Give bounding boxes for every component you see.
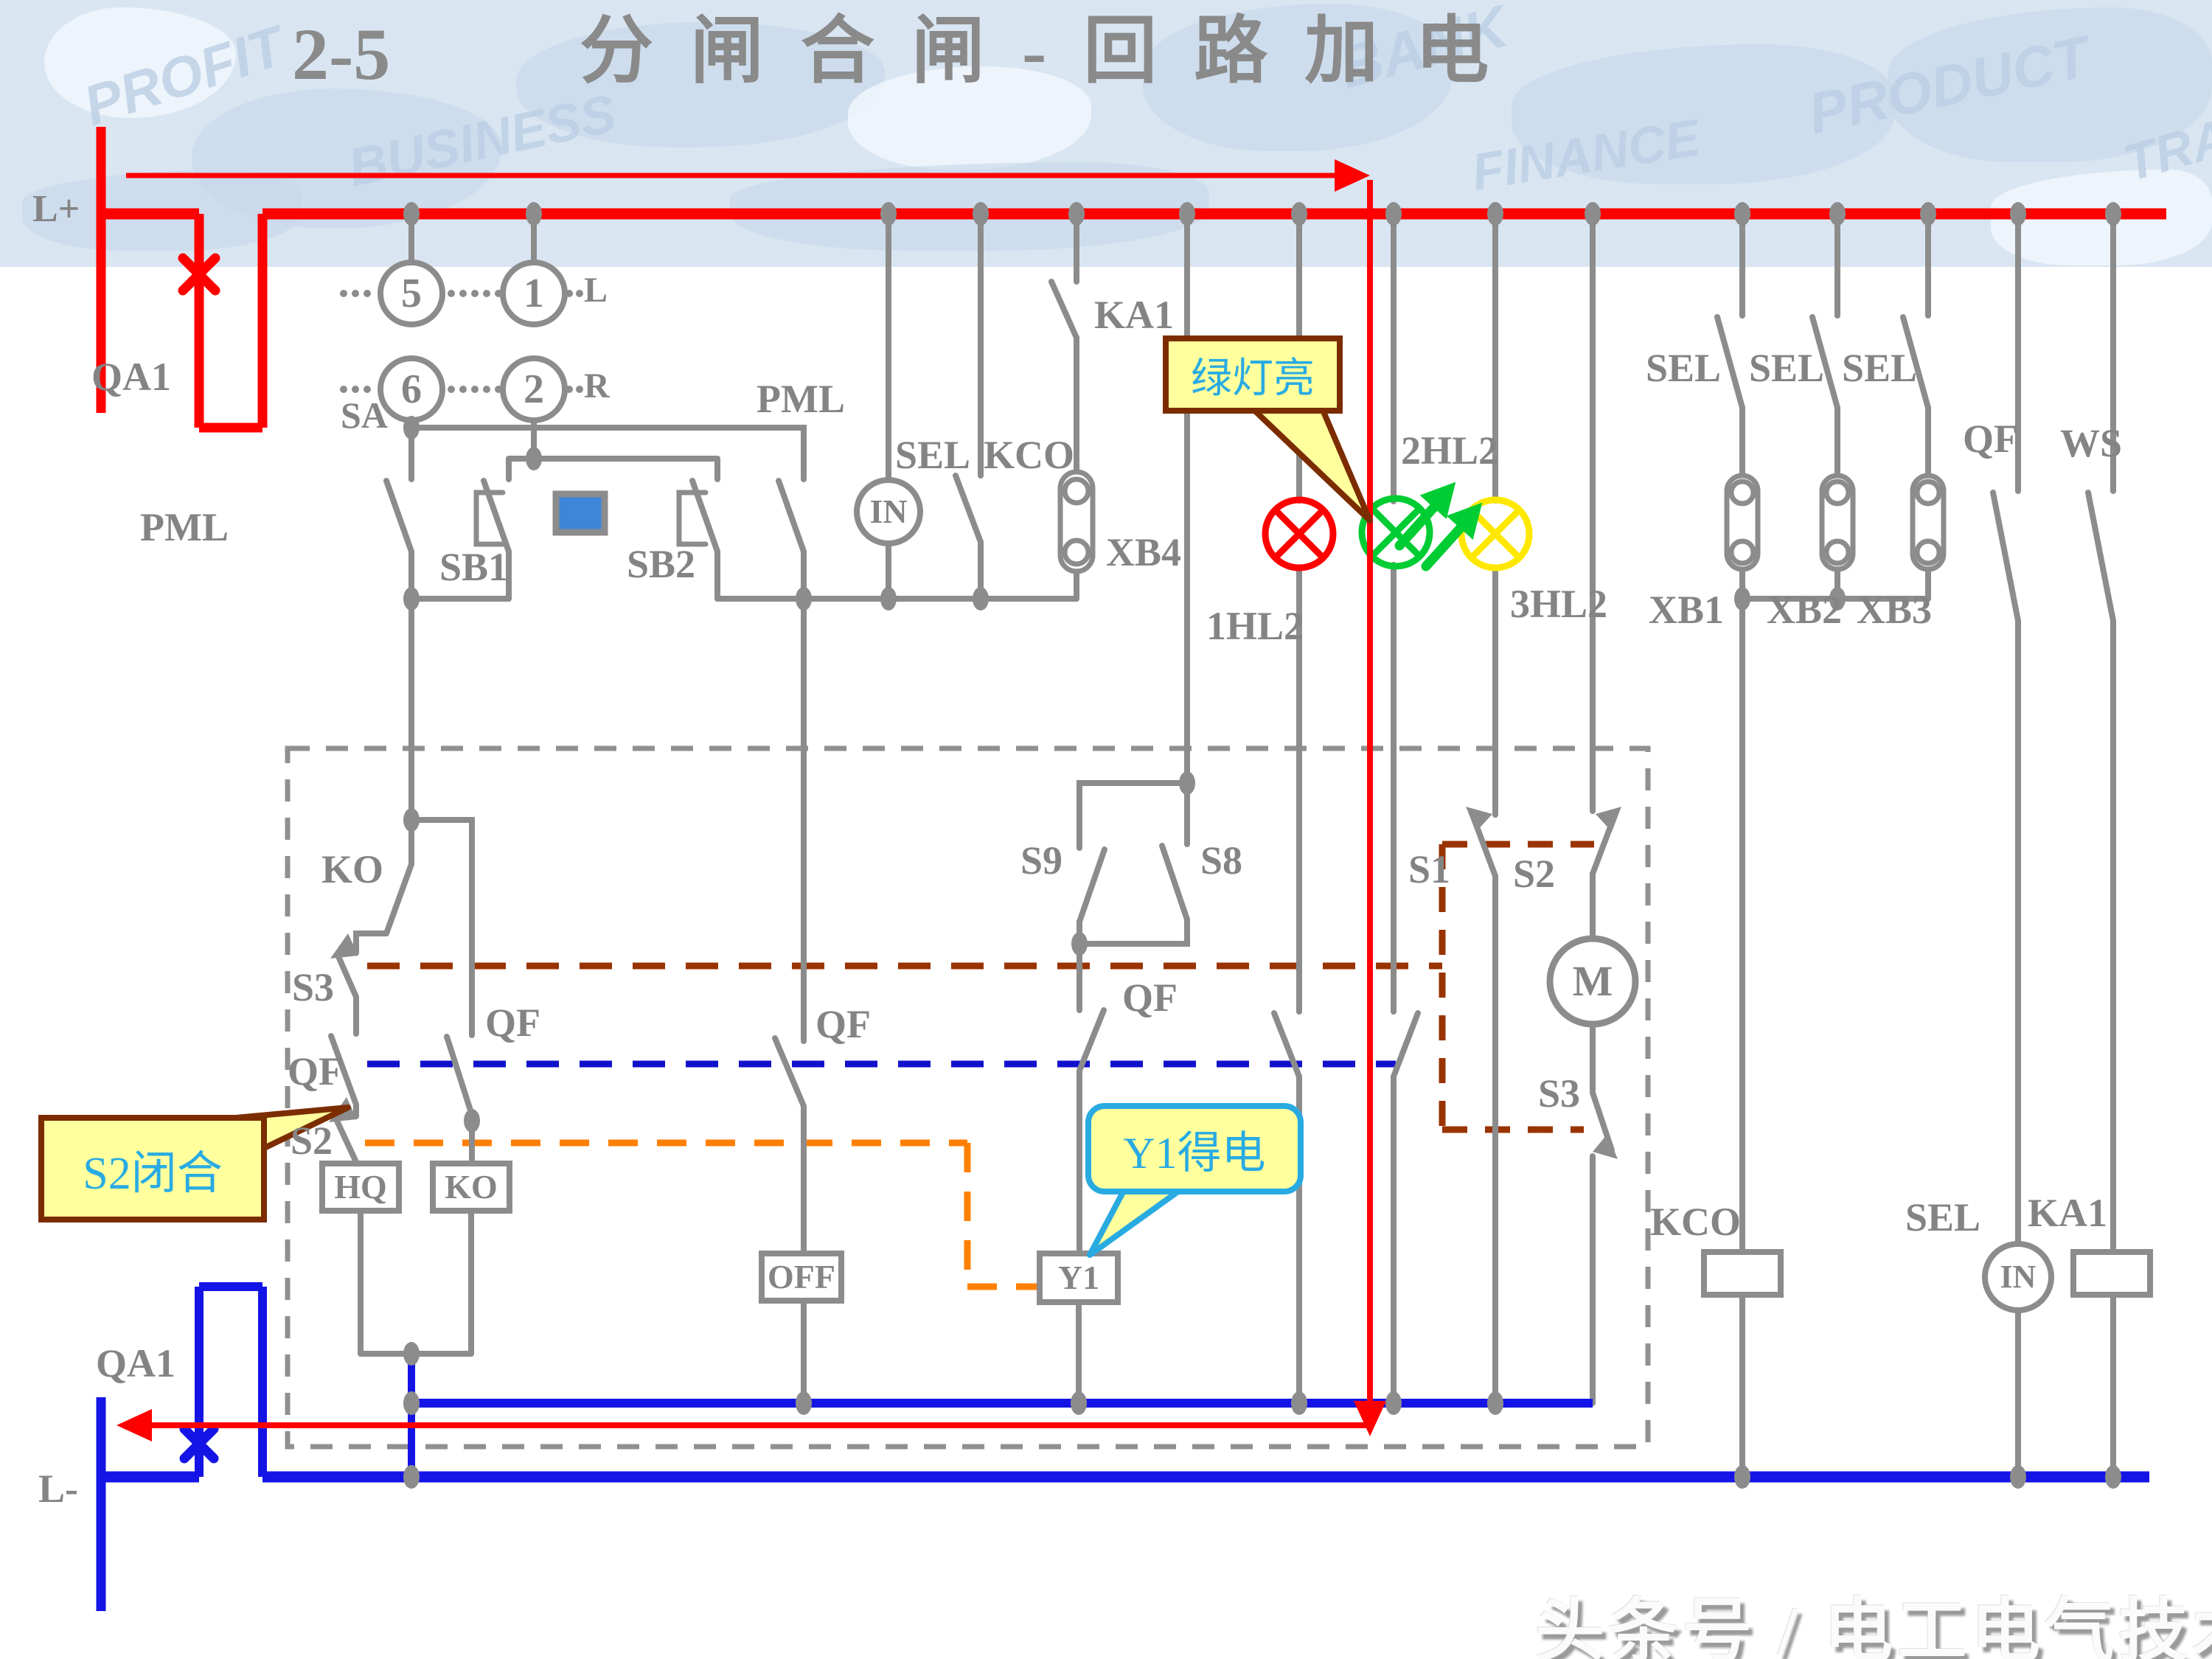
label-sa: SA (341, 394, 388, 436)
test-jacks (1057, 469, 1947, 574)
label-qf-mid: QF (815, 1002, 871, 1046)
label-ko-coil: KO (445, 1168, 498, 1206)
map-blob (44, 7, 236, 118)
coil-boxes (319, 1161, 2153, 1305)
junction-dots (403, 202, 2121, 1489)
label-xb4: XB4 (1106, 530, 1182, 574)
label-s1: S1 (1408, 847, 1451, 891)
label-off-coil: OFF (768, 1258, 835, 1295)
label-title-number: 2-5 (292, 13, 391, 95)
label-sel-mid: SEL (895, 433, 971, 477)
label-s3-right: S3 (1538, 1071, 1581, 1116)
label-qf-col2: QF (485, 1001, 540, 1045)
label-sa-6: 6 (401, 366, 422, 412)
callout-y1-energized: Y1得电 (1085, 1103, 1304, 1194)
label-motor: M (1572, 957, 1613, 1005)
label-ka1-bottom: KA1 (2028, 1191, 2107, 1235)
label-qa1-bottom: QA1 (96, 1341, 175, 1385)
label-sel-r1: SEL (1646, 346, 1722, 390)
label-pml-left: PML (140, 505, 229, 549)
label-lamp3-label: 3HL2 (1510, 582, 1608, 626)
map-blob (848, 66, 1091, 170)
map-blob (516, 22, 885, 147)
pressed-button-indicator (552, 490, 608, 536)
motor-circle (1546, 935, 1639, 1028)
label-s2-left: S2 (291, 1119, 333, 1163)
label-sel-r2: SEL (1749, 346, 1825, 390)
label-sa-r: R (584, 366, 610, 406)
callout-y1-energized-text: Y1得电 (1123, 1128, 1266, 1178)
energized-path (116, 159, 1386, 1441)
label-hq-coil: HQ (334, 1168, 387, 1206)
label-sb1: SB1 (439, 545, 509, 589)
label-ko-contact: KO (321, 847, 384, 891)
label-kco-bottom: KCO (1650, 1200, 1742, 1244)
label-sel-bottom: SEL (1905, 1195, 1981, 1239)
label-xb2: XB2 (1767, 588, 1843, 632)
label-s3-left: S3 (292, 965, 335, 1009)
label-pml-right: PML (757, 377, 845, 421)
label-qf-topright: QF (1963, 417, 2018, 461)
callout-green-lamp-text: 绿灯亮 (1191, 355, 1315, 402)
label-s8: S8 (1200, 838, 1243, 883)
contact-blades (328, 279, 2116, 1165)
in-meter-top (854, 477, 923, 546)
lamp-1hl2-red-icon (1262, 496, 1337, 571)
label-ka1-top: KA1 (1094, 293, 1174, 337)
label-xb3: XB3 (1857, 588, 1933, 632)
label-s9: S9 (1020, 838, 1063, 883)
label-sa-1: 1 (524, 271, 544, 316)
label-y1-coil: Y1 (1057, 1259, 1100, 1296)
map-blob (1888, 7, 2212, 162)
label-sa-5: 5 (401, 271, 422, 316)
channel-watermark: 头条号 / 电工电气技术 (1535, 1593, 2212, 1659)
label-sa-2: 2 (524, 366, 544, 412)
label-qf-y1: QF (1122, 975, 1178, 1020)
label-qf-left: QF (288, 1049, 343, 1093)
label-lamp1-label: 1HL2 (1206, 604, 1304, 648)
callout-s2-closed-text: S2闭合 (83, 1149, 223, 1199)
label-l-plus: L+ (32, 188, 80, 230)
label-qa1-top: QA1 (91, 355, 171, 399)
l-plus-rail (96, 127, 2166, 433)
label-in-top: IN (869, 493, 908, 530)
label-title-main: 分闸合闸-回路加电 (580, 10, 1526, 92)
sa-dotted-leaders (340, 290, 583, 393)
callout-s2-closed: S2闭合 (38, 1115, 267, 1222)
linkage-dashed-lines (365, 841, 1594, 1290)
label-sb2: SB2 (627, 542, 696, 586)
callout-green-lamp: 绿灯亮 (1163, 335, 1343, 414)
label-kco-top: KCO (984, 433, 1075, 477)
map-blob (1512, 44, 1895, 184)
actuator-arrows (329, 807, 1621, 1159)
lamp-2hl2-green-icon (1358, 495, 1433, 570)
in-meter-bottom (1982, 1241, 2054, 1313)
label-ws: WS (2060, 421, 2123, 465)
mechanism-dashed-box (285, 745, 1651, 1450)
map-blob (1143, 4, 1453, 151)
label-s2-right: S2 (1513, 852, 1556, 896)
label-lamp2-label: 2HL2 (1401, 428, 1499, 473)
label-in-bottom: IN (2000, 1259, 2037, 1295)
label-sa-l: L (584, 271, 608, 310)
lamp-lit-arrows-icon (1394, 481, 1483, 571)
sa-selector-contacts (378, 260, 568, 423)
label-sel-r3: SEL (1842, 346, 1918, 390)
label-xb1: XB1 (1649, 588, 1725, 632)
label-l-minus: L- (38, 1467, 78, 1511)
